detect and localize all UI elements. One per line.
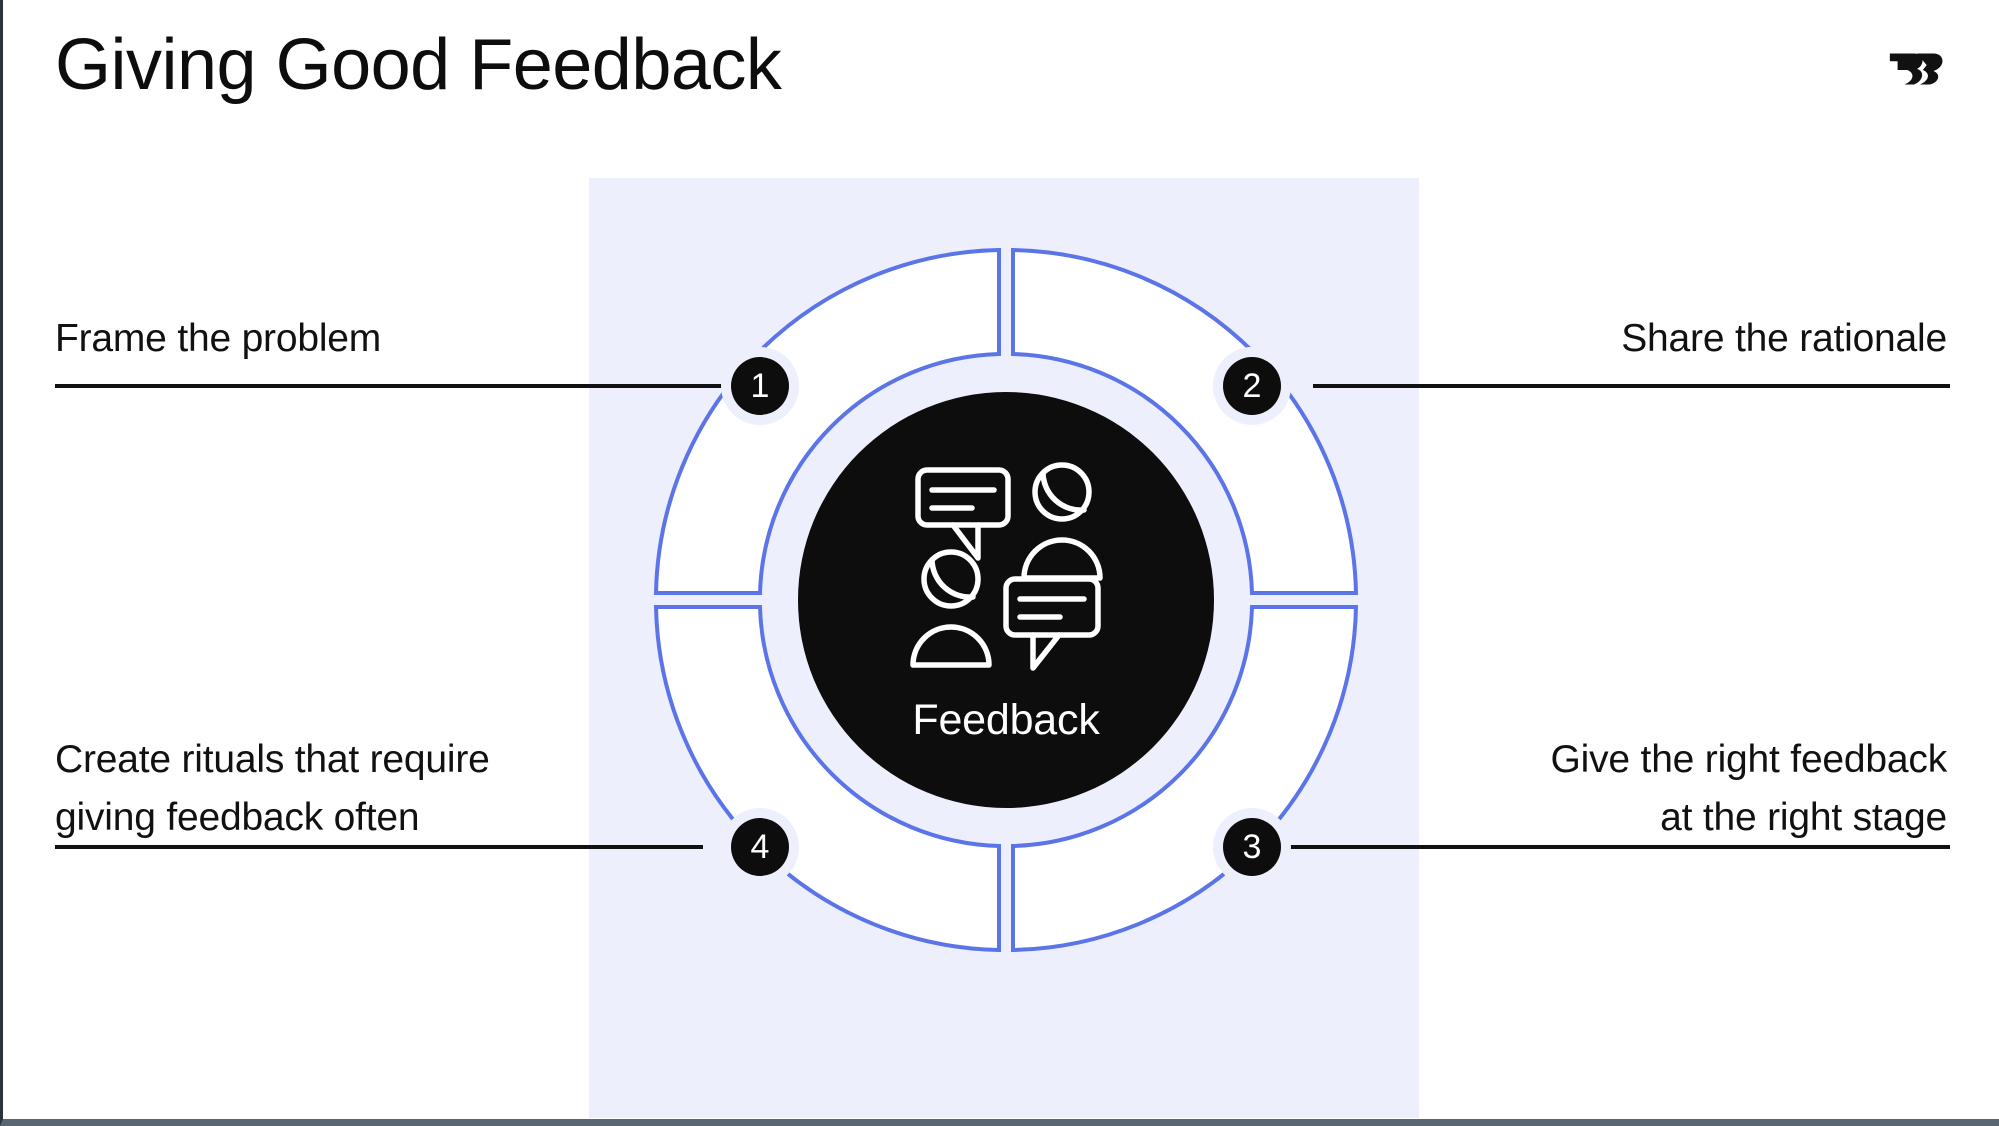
badge-2-number: 2 bbox=[1243, 367, 1262, 405]
ring-segment-4 bbox=[653, 605, 1001, 953]
badge-1-circle bbox=[731, 357, 789, 415]
badge-1-number: 1 bbox=[751, 367, 770, 405]
callout-step-2: Share the rationale bbox=[1247, 310, 1947, 368]
callout-step-4: Create rituals that require giving feedb… bbox=[55, 731, 695, 847]
callout-step-1: Frame the problem bbox=[55, 310, 695, 368]
double-chevron-r-logo-icon bbox=[1889, 53, 1943, 85]
callout-step-1-line-1: Frame the problem bbox=[55, 317, 382, 360]
callout-step-3: Give the right feedback at the right sta… bbox=[1247, 731, 1948, 847]
ring-segment-1 bbox=[653, 247, 1001, 595]
people-speech-bubbles-icon bbox=[910, 462, 1103, 671]
badge-4-circle bbox=[731, 818, 789, 876]
callout-step-3-line-1: Give the right feedback bbox=[1550, 738, 1948, 781]
feedback-cycle-diagram: 1 2 3 4 bbox=[55, 247, 1950, 953]
callout-step-2-line-1: Share the rationale bbox=[1621, 317, 1947, 360]
ring-segment-2 bbox=[1011, 247, 1359, 595]
ring-segment-3 bbox=[1011, 605, 1359, 953]
badge-3-number: 3 bbox=[1243, 828, 1262, 866]
page-title: Giving Good Feedback bbox=[55, 25, 782, 105]
badge-1[interactable]: 1 bbox=[721, 347, 799, 425]
badge-3[interactable]: 3 bbox=[1213, 808, 1291, 886]
badge-4[interactable]: 4 bbox=[721, 808, 799, 886]
badge-2[interactable]: 2 bbox=[1213, 347, 1291, 425]
callout-step-4-line-2: giving feedback often bbox=[55, 796, 420, 839]
badge-2-circle bbox=[1223, 357, 1281, 415]
badge-3-circle bbox=[1223, 818, 1281, 876]
callout-step-4-line-1: Create rituals that require bbox=[55, 738, 490, 781]
callout-step-3-line-2: at the right stage bbox=[1660, 796, 1947, 839]
badge-4-number: 4 bbox=[751, 828, 770, 866]
